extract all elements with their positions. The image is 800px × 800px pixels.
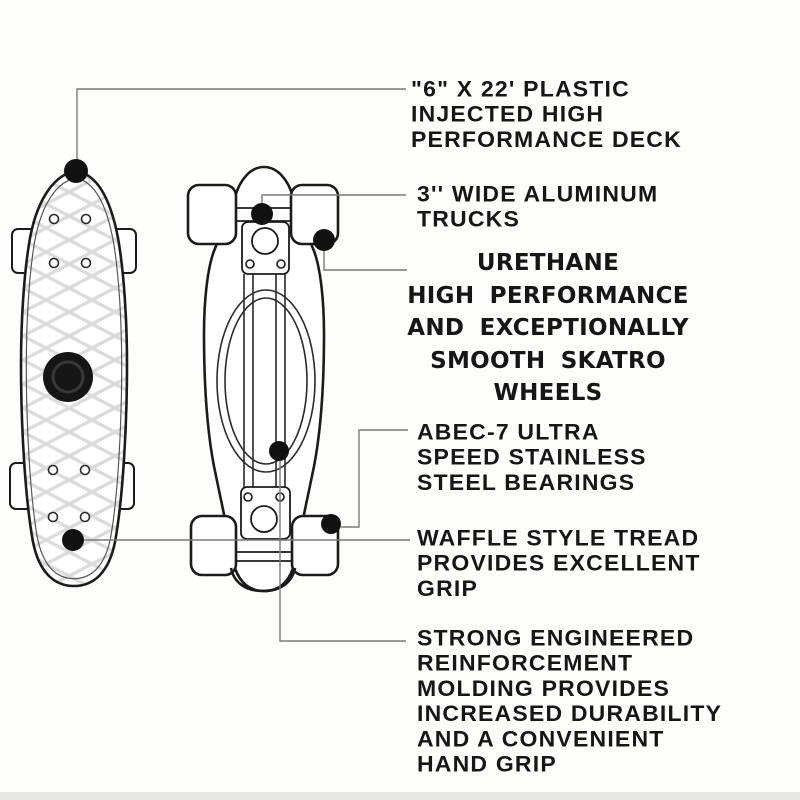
tail-outline (229, 567, 297, 593)
front-bolt-right (276, 259, 286, 269)
image-bottom-edge (0, 792, 800, 800)
callout-line-wheels (323, 251, 407, 271)
deck-bolt-holes (47, 213, 92, 523)
callout-dot-bearings (321, 514, 341, 534)
callout-dot-tread (62, 529, 84, 551)
callout-line-molding (279, 461, 406, 642)
front-kingpin (251, 227, 279, 255)
callout-line-trucks (261, 194, 406, 204)
callout-label-molding: STRONG ENGINEERED REINFORCEMENT MOLDING … (417, 625, 723, 777)
callout-label-tread: WAFFLE STYLE TREAD PROVIDES EXCELLENT GR… (417, 525, 701, 601)
callout-label-trucks: 3'' WIDE ALUMINUM TRUCKS (417, 181, 659, 232)
wheel-front-left (186, 183, 238, 246)
callout-dots (62, 159, 341, 551)
deck-black-circle (43, 352, 93, 402)
callout-lines (76, 88, 410, 642)
deck-inner-edge (25, 177, 123, 580)
rear-axle (236, 551, 292, 562)
front-bolt-left (245, 259, 255, 269)
deck-bottom-view (186, 165, 340, 593)
callout-dot-molding (269, 441, 289, 461)
rear-bolt-left (243, 492, 253, 502)
callout-label-wheels: URETHANE HIGH PERFORMANCE AND EXCEPTIONA… (407, 250, 689, 406)
callout-dot-trucks (251, 203, 273, 225)
molding-oval-outer (216, 289, 316, 473)
callout-label-deck: "6" X 22' PLASTIC INJECTED HIGH PERFORMA… (411, 76, 682, 152)
callout-dot-deck (64, 159, 88, 183)
callout-dot-wheels (313, 229, 335, 251)
rear-kingpin (250, 505, 278, 533)
callout-line-deck (76, 88, 406, 161)
deck-black-circle-sheen (51, 360, 85, 394)
molding-oval-inner (224, 297, 308, 465)
wheel-rear-left (189, 514, 238, 577)
callout-label-bearings: ABEC-7 ULTRA SPEED STAINLESS STEEL BEARI… (417, 419, 647, 495)
deck-top-view (9, 169, 137, 588)
callout-line-bearings (341, 429, 408, 528)
